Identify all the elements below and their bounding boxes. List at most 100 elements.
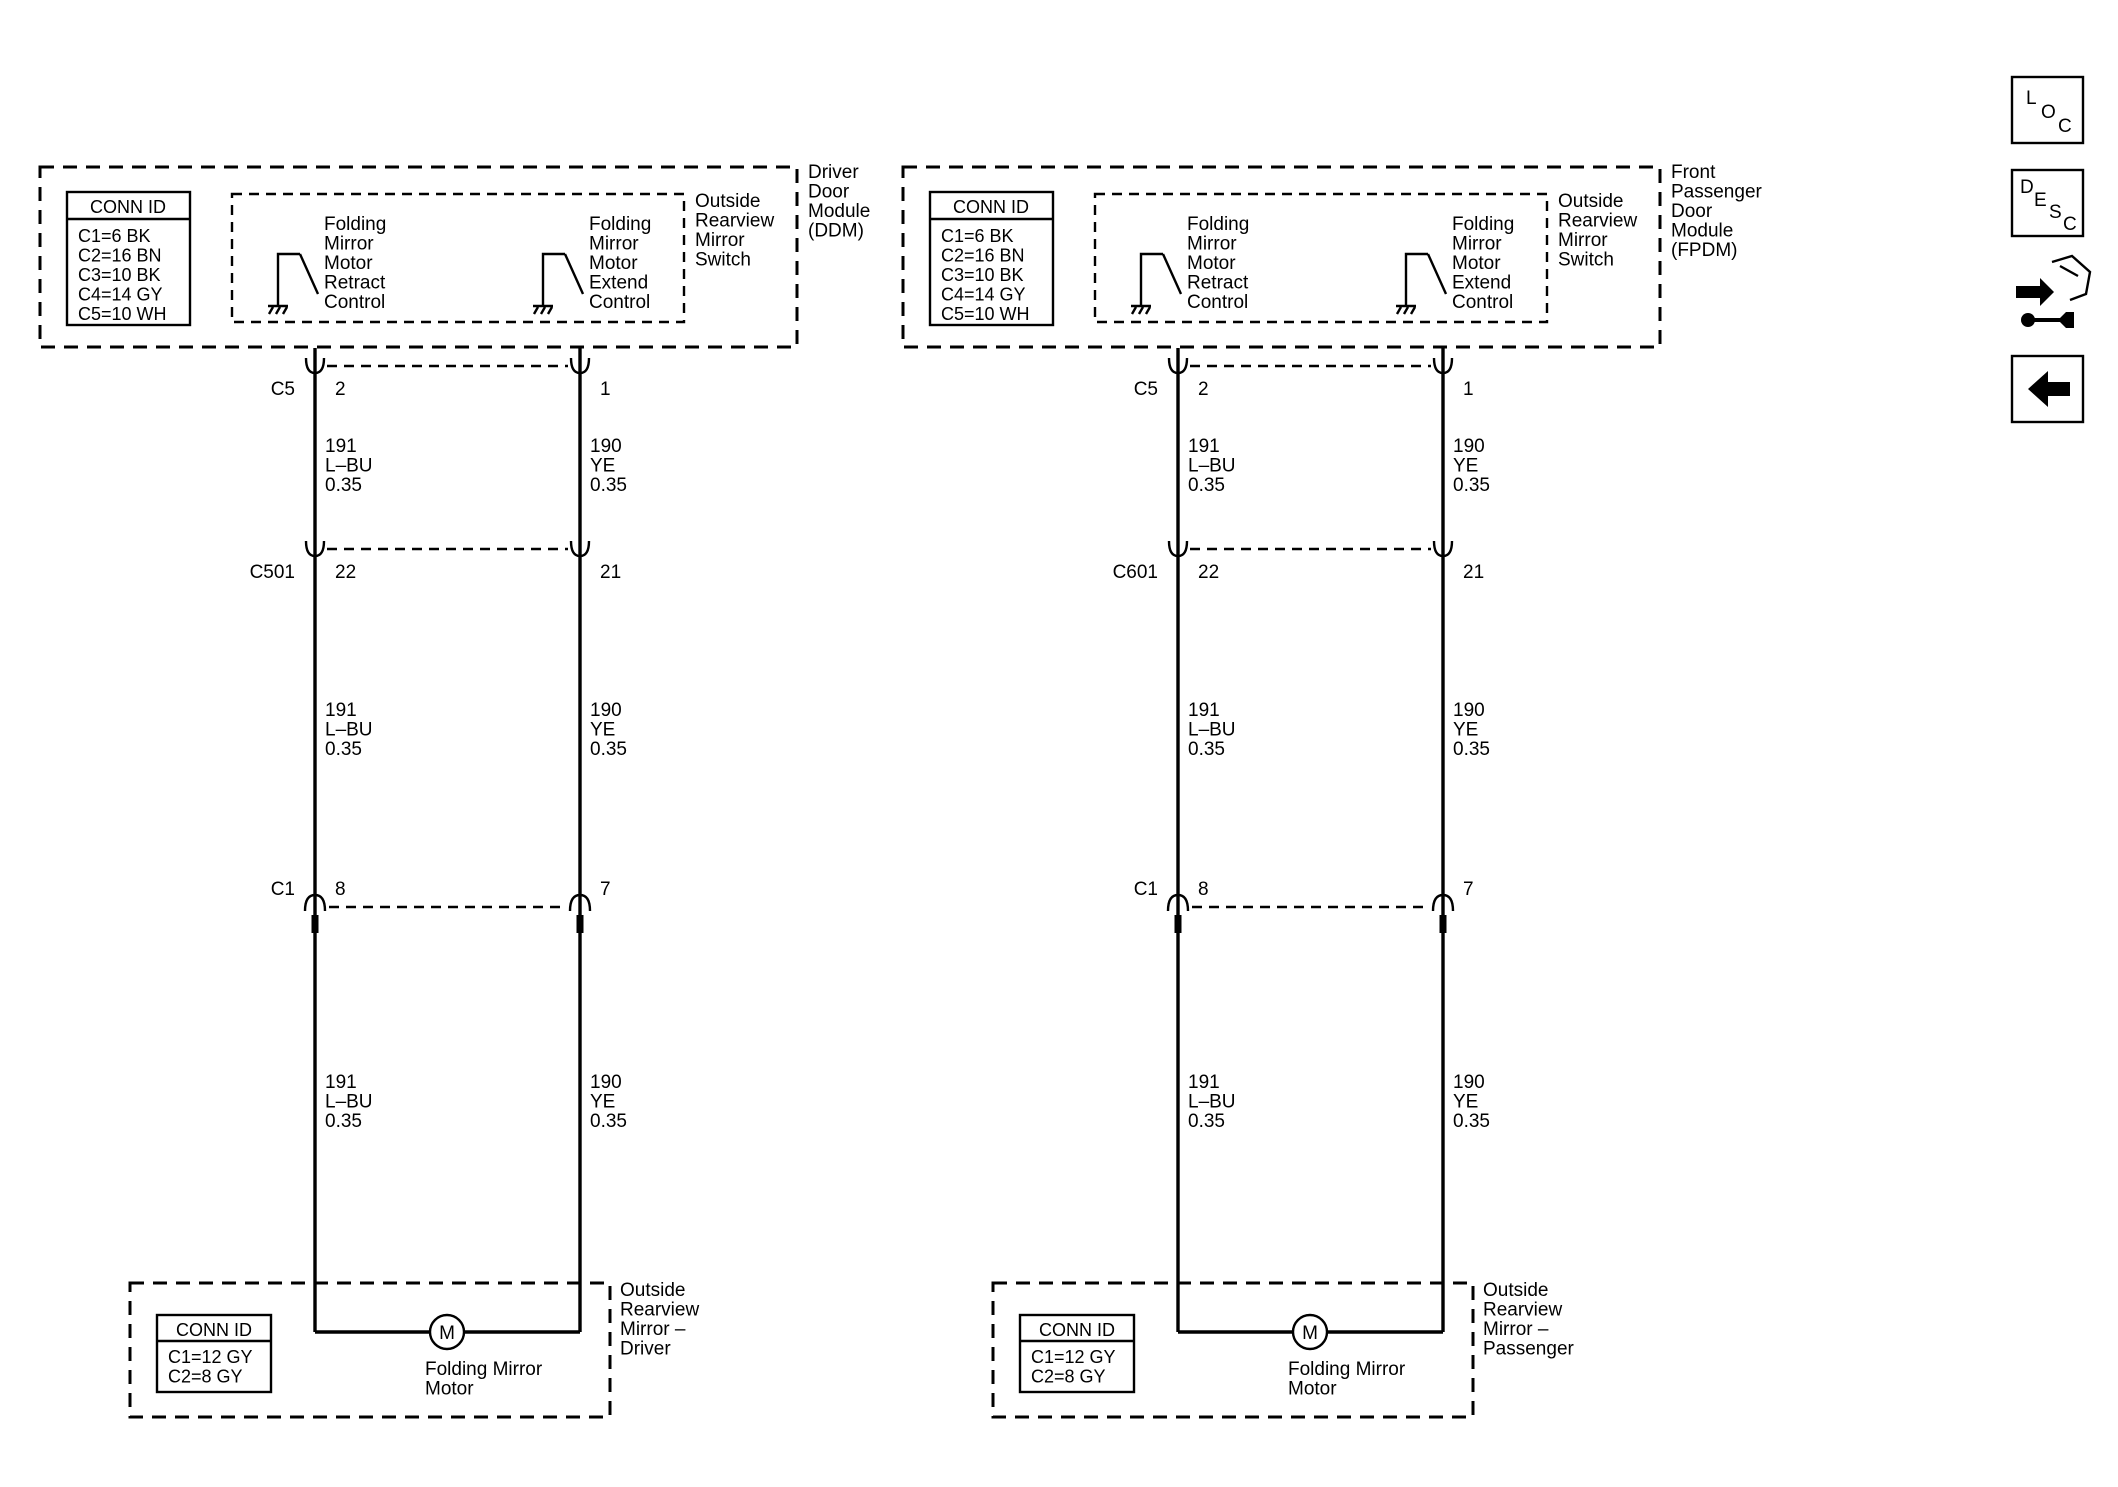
- wire-190-label: 190: [590, 700, 622, 721]
- wire-190-label: YE: [590, 456, 615, 477]
- wire-191-label: 0.35: [1188, 1111, 1225, 1132]
- conn-id-entry: C2=16 BN: [78, 246, 162, 266]
- mirror-switch-label: Outside: [1558, 191, 1623, 212]
- extend-control-label: Mirror: [1452, 234, 1502, 255]
- connector-cup: [304, 357, 326, 375]
- retract-control-label: Mirror: [324, 234, 374, 255]
- mirror-label: Mirror –: [1483, 1319, 1549, 1340]
- connector-pin: 8: [335, 879, 346, 900]
- wire-190-label: 190: [1453, 436, 1485, 457]
- mirror-label: Driver: [620, 1339, 671, 1360]
- wire-191-label: 191: [325, 1072, 357, 1093]
- conn-id-entry: C5=10 WH: [941, 304, 1030, 324]
- wire-191-label: 191: [1188, 1072, 1220, 1093]
- connector-pin: 21: [600, 562, 621, 583]
- wire-190-label: 190: [1453, 1072, 1485, 1093]
- extend-control-label: Motor: [589, 253, 638, 274]
- extend-switch-symbol: [1395, 252, 1448, 315]
- retract-control-label: Control: [1187, 292, 1248, 313]
- retract-control-label: Motor: [1187, 253, 1236, 274]
- door-module-label: Door: [1671, 201, 1713, 222]
- extend-control-label: Mirror: [589, 234, 639, 255]
- desc-letter: C: [2063, 214, 2077, 235]
- wire-191-label: L–BU: [325, 720, 373, 741]
- connector-cup: [304, 540, 326, 558]
- retract-control-label: Motor: [324, 253, 373, 274]
- conn-id-entry: C1=6 BK: [78, 226, 151, 246]
- mirror-switch-label: Mirror: [1558, 230, 1608, 251]
- wire-191-label: L–BU: [325, 1092, 373, 1113]
- connector-pin: 1: [1463, 379, 1474, 400]
- back-arrow-icon: [2028, 371, 2070, 407]
- loc-button[interactable]: LOC: [2010, 75, 2085, 145]
- wire-191-label: 191: [1188, 436, 1220, 457]
- retract-switch-symbol: [267, 252, 320, 315]
- connector-pin: 22: [1198, 562, 1219, 583]
- loc-letter: L: [2026, 88, 2037, 109]
- extend-control-label: Folding: [1452, 214, 1514, 235]
- wire-190-label: 190: [1453, 700, 1485, 721]
- back-button[interactable]: [2010, 354, 2085, 424]
- motor-label: Motor: [1288, 1379, 1337, 1400]
- door-module-label: Door: [808, 182, 850, 203]
- connector-name: C1: [1134, 879, 1158, 900]
- conn-id-box: [928, 190, 1055, 327]
- mirror-label: Mirror –: [620, 1319, 686, 1340]
- retract-switch-symbol: [1130, 252, 1183, 315]
- loc-letter: O: [2041, 102, 2056, 123]
- door-module-box: [38, 165, 799, 349]
- mirror-label: Rearview: [1483, 1300, 1562, 1321]
- connector-pin: 1: [600, 379, 611, 400]
- connector-pin: 7: [600, 879, 611, 900]
- wire-190-label: YE: [590, 1092, 615, 1113]
- mirror-label: Passenger: [1483, 1339, 1575, 1360]
- conn-id-entry: C2=16 BN: [941, 246, 1025, 266]
- extend-control-label: Extend: [1452, 273, 1511, 294]
- retract-control-label: Mirror: [1187, 234, 1237, 255]
- conn-id-box: [65, 190, 192, 327]
- connector-pin: 8: [1198, 879, 1209, 900]
- motor-label: Folding Mirror: [425, 1359, 543, 1380]
- connector-cup: [1167, 357, 1189, 375]
- mirror-conn-id-box: [1018, 1313, 1136, 1394]
- motor-label: Motor: [425, 1379, 474, 1400]
- mirror-switch-label: Mirror: [695, 230, 745, 251]
- wire-190-label: YE: [590, 720, 615, 741]
- plug-wrench-icon: [2016, 254, 2092, 328]
- conn-id-entry: C3=10 BK: [78, 265, 161, 285]
- conn-id-entry: C2=8 GY: [168, 1367, 243, 1387]
- conn-id-entry: C1=6 BK: [941, 226, 1014, 246]
- inline-connector: [1166, 893, 1190, 912]
- mirror-switch-box: [230, 192, 686, 324]
- door-module-label: Module: [1671, 221, 1733, 242]
- door-module-label: Module: [808, 201, 870, 222]
- wire-191-label: 191: [325, 700, 357, 721]
- conn-id-header: CONN ID: [953, 197, 1029, 217]
- inline-connector: [568, 893, 592, 912]
- connector-name: C5: [1134, 379, 1158, 400]
- conn-id-entry: C1=12 GY: [1031, 1347, 1116, 1367]
- conn-id-entry: C2=8 GY: [1031, 1367, 1106, 1387]
- wire-191-label: L–BU: [325, 456, 373, 477]
- wire-191-label: 0.35: [325, 1111, 362, 1132]
- connector-service-button[interactable]: [2016, 254, 2092, 328]
- extend-control-label: Folding: [589, 214, 651, 235]
- connector-pin: 2: [1198, 379, 1209, 400]
- wire-191-label: L–BU: [1188, 456, 1236, 477]
- mirror-switch-label: Switch: [695, 250, 751, 271]
- connector-pin: 21: [1463, 562, 1484, 583]
- extend-control-label: Extend: [589, 273, 648, 294]
- mirror-switch-label: Switch: [1558, 250, 1614, 271]
- extend-control-label: Control: [589, 292, 650, 313]
- door-module-label: Driver: [808, 162, 859, 183]
- connector-cup: [1167, 540, 1189, 558]
- wire-190-label: 0.35: [1453, 475, 1490, 496]
- loc-icon: LOC: [2026, 88, 2072, 137]
- inline-connector: [1431, 893, 1455, 912]
- wire-190-label: 190: [590, 436, 622, 457]
- connector-name: C1: [271, 879, 295, 900]
- conn-id-entry: C4=14 GY: [941, 285, 1026, 305]
